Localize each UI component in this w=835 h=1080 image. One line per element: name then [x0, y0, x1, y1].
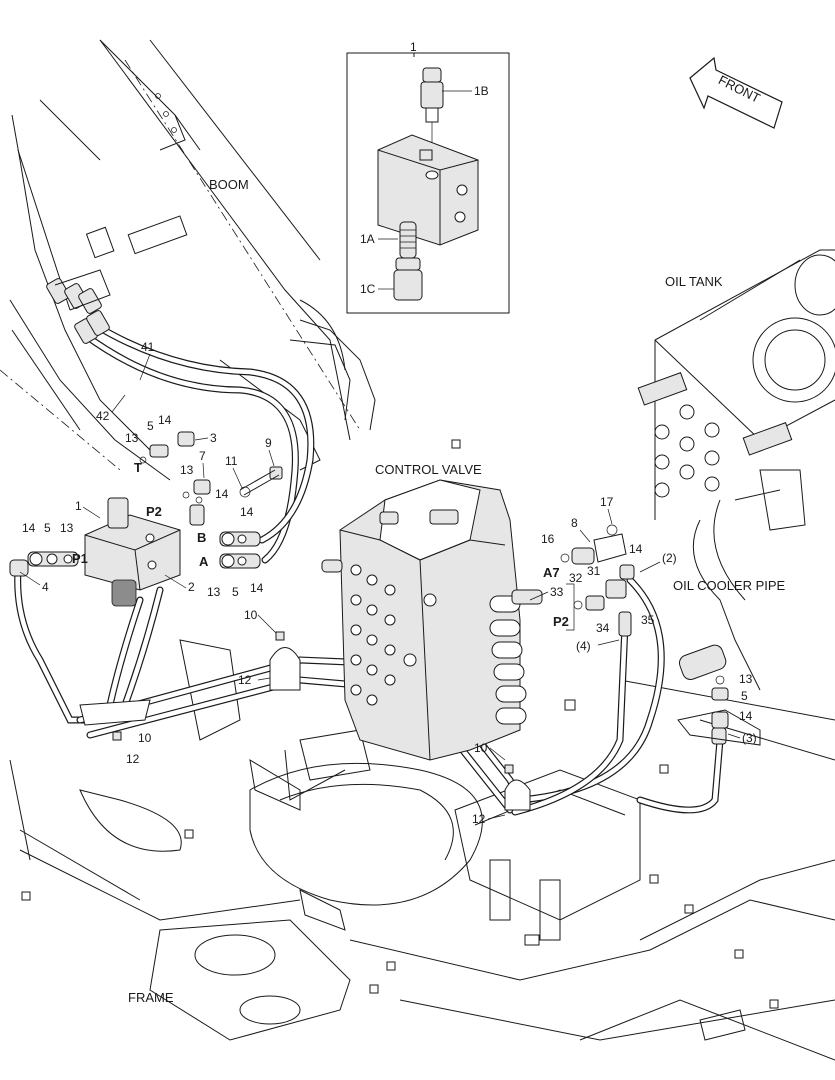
callout: 10 — [244, 608, 258, 622]
selector-valve-block — [84, 497, 181, 607]
callout: 13 — [739, 672, 753, 686]
oil-tank — [637, 249, 835, 691]
inset-callout-1c: 1C — [360, 282, 376, 296]
valve-bolts — [350, 564, 437, 706]
callout: (4) — [576, 639, 591, 653]
control-valve-label: CONTROL VALVE — [375, 462, 482, 477]
port-label-b: B — [197, 530, 206, 545]
callout: 12 — [238, 673, 252, 687]
callout: 14 — [739, 709, 753, 723]
callout: 1 — [75, 499, 82, 513]
boom-structure — [0, 39, 376, 481]
hose-clamps — [79, 631, 531, 811]
inset-callout-1b: 1B — [474, 84, 489, 98]
callout: 17 — [600, 495, 614, 509]
callout: 3 — [210, 431, 217, 445]
callout: 31 — [587, 564, 601, 578]
port-label-p1: P1 — [72, 551, 88, 566]
callout: 7 — [199, 449, 206, 463]
right-callouts: 8 10 12 13 14 14 16 17 31 32 33 34 35 5 … — [472, 495, 757, 826]
left-callouts: 1 2 3 4 5 5 5 7 9 10 10 11 12 12 13 13 1… — [19, 340, 277, 766]
callout: 5 — [741, 689, 748, 703]
front-arrow: FRONT — [689, 56, 783, 129]
callout: 13 — [207, 585, 221, 599]
tank-port-bosses — [654, 404, 720, 498]
callout: 35 — [641, 613, 655, 627]
frame-label: FRAME — [128, 990, 174, 1005]
callout: 12 — [126, 752, 140, 766]
callout: 2 — [188, 580, 195, 594]
callout: 5 — [147, 419, 154, 433]
small-cubes — [21, 439, 779, 1009]
port-label-p2-left: P2 — [146, 504, 162, 519]
callout: 13 — [180, 463, 194, 477]
callout: 14 — [240, 505, 254, 519]
boom-label: BOOM — [209, 177, 249, 192]
left-fittings — [9, 431, 283, 577]
callout: 14 — [22, 521, 36, 535]
callout: 34 — [596, 621, 610, 635]
callout: 4 — [42, 580, 49, 594]
callout: 11 — [225, 454, 238, 468]
callout: 14 — [215, 487, 229, 501]
port-label-p2-right: P2 — [553, 614, 569, 629]
right-fittings — [284, 524, 761, 801]
callout: 41 — [141, 340, 155, 354]
control-valve-assembly — [321, 479, 543, 761]
callout: 33 — [550, 585, 564, 599]
callout: (2) — [662, 551, 677, 565]
frame-structure — [9, 439, 835, 1061]
inset-valve-body — [377, 134, 479, 246]
callout: 14 — [250, 581, 264, 595]
boom-fittings — [46, 269, 111, 344]
callout: 14 — [629, 542, 643, 556]
port-label-a: A — [199, 554, 209, 569]
callout: 8 — [571, 516, 578, 530]
callout: 14 — [158, 413, 172, 427]
inset-valve-1a-1c — [393, 221, 423, 301]
port-label-t: T — [134, 460, 142, 475]
callout: 32 — [569, 571, 583, 585]
inset-valve-1b — [420, 67, 444, 160]
oil-tank-label: OIL TANK — [665, 274, 723, 289]
inset-box — [346, 52, 510, 314]
callout: (3) — [742, 731, 757, 745]
callout: 13 — [60, 521, 74, 535]
inset-callout-1: 1 — [410, 40, 417, 54]
inset-callout-1a: 1A — [360, 232, 375, 246]
port-label-a7: A7 — [543, 565, 560, 580]
callout: 12 — [472, 812, 486, 826]
callout: 13 — [125, 431, 139, 445]
callout: 9 — [265, 436, 272, 450]
oil-cooler-pipe-label: OIL COOLER PIPE — [673, 578, 786, 593]
callout: 42 — [96, 409, 110, 423]
callout: 5 — [44, 521, 51, 535]
callout: 10 — [474, 741, 488, 755]
callout: 5 — [232, 585, 239, 599]
callout: 10 — [138, 731, 152, 745]
callout: 16 — [541, 532, 555, 546]
